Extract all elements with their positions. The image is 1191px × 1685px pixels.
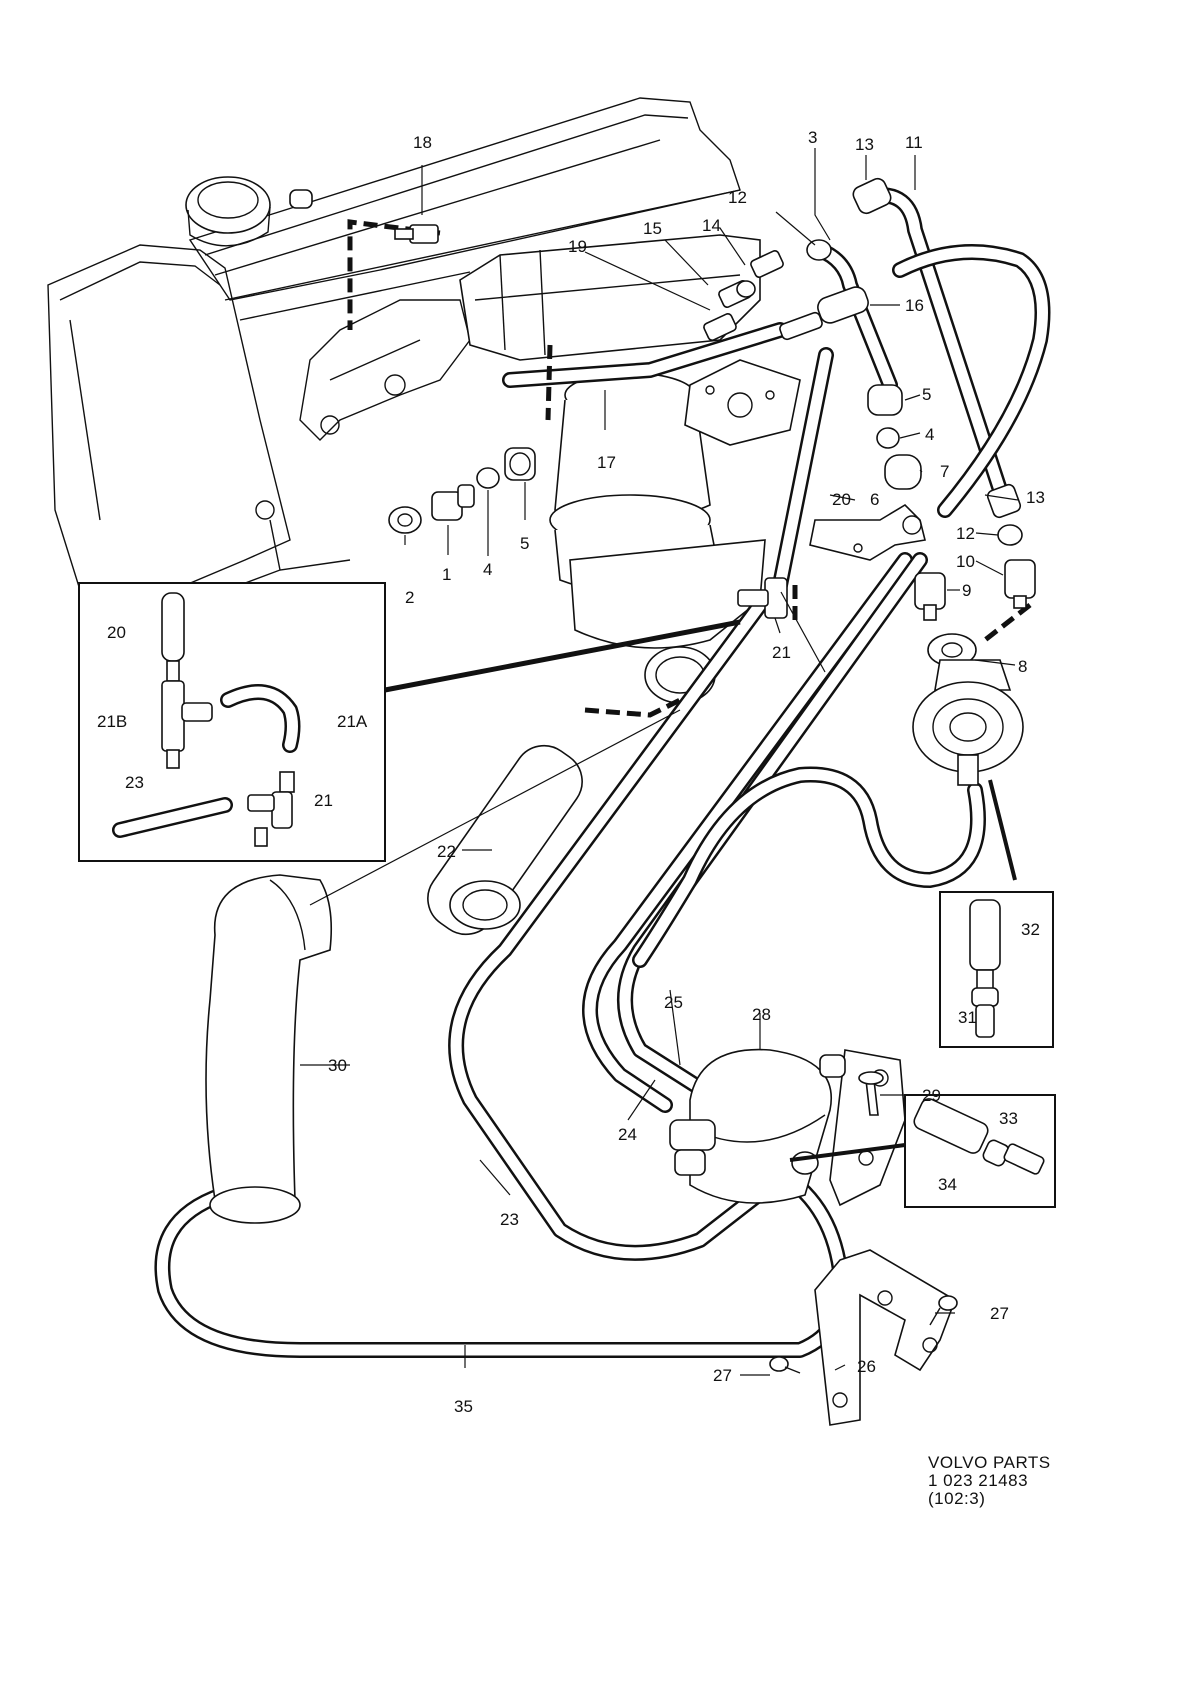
hose-core bbox=[504, 324, 786, 386]
callout-2: 2 bbox=[405, 588, 414, 607]
callout-22: 22 bbox=[437, 842, 456, 861]
callout-30: 30 bbox=[328, 1056, 347, 1075]
vacuum-unit bbox=[912, 633, 1024, 786]
callout-6: 6 bbox=[870, 490, 879, 509]
engine-block bbox=[47, 97, 741, 621]
hose-core bbox=[584, 554, 911, 1111]
vacuum-valve bbox=[669, 1048, 906, 1207]
callout-27: 27 bbox=[713, 1366, 732, 1385]
parts-catalog-footer: VOLVO PARTS 1 023 21483 (102:3) bbox=[928, 1454, 1051, 1508]
callout-5: 5 bbox=[520, 534, 529, 553]
callout-14: 14 bbox=[702, 216, 721, 235]
callout-21A: 21A bbox=[337, 712, 368, 731]
callout-7: 7 bbox=[940, 462, 949, 481]
callout-12: 12 bbox=[956, 524, 975, 543]
callout-23: 23 bbox=[500, 1210, 519, 1229]
callout-11: 11 bbox=[905, 133, 923, 152]
mounting-bracket bbox=[769, 1249, 958, 1426]
callout-21: 21 bbox=[772, 643, 791, 662]
callout-labels: 1 2 3 4 4 5 5 6 7 8 9 10 11 12 12 13 13 … bbox=[97, 128, 1045, 1416]
hose-core bbox=[894, 246, 1048, 516]
callout-32: 32 bbox=[1021, 920, 1040, 939]
callout-21B: 21B bbox=[97, 712, 127, 731]
callout-10: 10 bbox=[956, 552, 975, 571]
inset-tee-detail bbox=[78, 582, 386, 862]
inset-connector-31-32 bbox=[939, 891, 1054, 1048]
callout-3: 3 bbox=[808, 128, 817, 147]
callout-13: 13 bbox=[855, 135, 874, 154]
catalog-number: 1 023 21483 bbox=[928, 1471, 1029, 1490]
callout-8: 8 bbox=[1018, 657, 1027, 676]
callout-26: 26 bbox=[857, 1357, 876, 1376]
bracket bbox=[809, 503, 926, 561]
callout-27: 27 bbox=[990, 1304, 1009, 1323]
callout-15: 15 bbox=[643, 219, 662, 238]
callout-20: 20 bbox=[107, 623, 126, 642]
catalog-ref: (102:3) bbox=[928, 1489, 986, 1508]
hose-core bbox=[450, 599, 796, 1259]
hose-lines bbox=[154, 187, 1051, 1358]
hose-core bbox=[634, 769, 984, 966]
air-inlet-elbow bbox=[205, 874, 333, 1224]
callout-21: 21 bbox=[314, 791, 333, 810]
callout-35: 35 bbox=[454, 1397, 473, 1416]
callout-24: 24 bbox=[618, 1125, 637, 1144]
callout-23: 23 bbox=[125, 773, 144, 792]
callout-5: 5 bbox=[922, 385, 931, 404]
callout-12: 12 bbox=[728, 188, 747, 207]
callout-13: 13 bbox=[1026, 488, 1045, 507]
callout-4: 4 bbox=[483, 560, 492, 579]
callout-20: 20 bbox=[832, 490, 851, 509]
callout-17: 17 bbox=[597, 453, 616, 472]
fittings bbox=[388, 177, 1036, 936]
hose-core bbox=[156, 1164, 848, 1356]
callout-33: 33 bbox=[999, 1109, 1018, 1128]
catalog-brand: VOLVO PARTS bbox=[928, 1453, 1051, 1472]
intake-assembly bbox=[459, 234, 801, 704]
callout-19: 19 bbox=[568, 237, 587, 256]
callout-29: 29 bbox=[922, 1086, 941, 1105]
callout-28: 28 bbox=[752, 1005, 771, 1024]
callout-9: 9 bbox=[962, 581, 971, 600]
inset-connector-33-34 bbox=[904, 1094, 1056, 1208]
callout-34: 34 bbox=[938, 1175, 957, 1194]
callout-1: 1 bbox=[442, 565, 451, 584]
callout-4: 4 bbox=[925, 425, 934, 444]
callout-25: 25 bbox=[664, 993, 683, 1012]
callout-16: 16 bbox=[905, 296, 924, 315]
hose-core bbox=[774, 349, 832, 591]
callout-31: 31 bbox=[958, 1008, 977, 1027]
callout-18: 18 bbox=[413, 133, 432, 152]
